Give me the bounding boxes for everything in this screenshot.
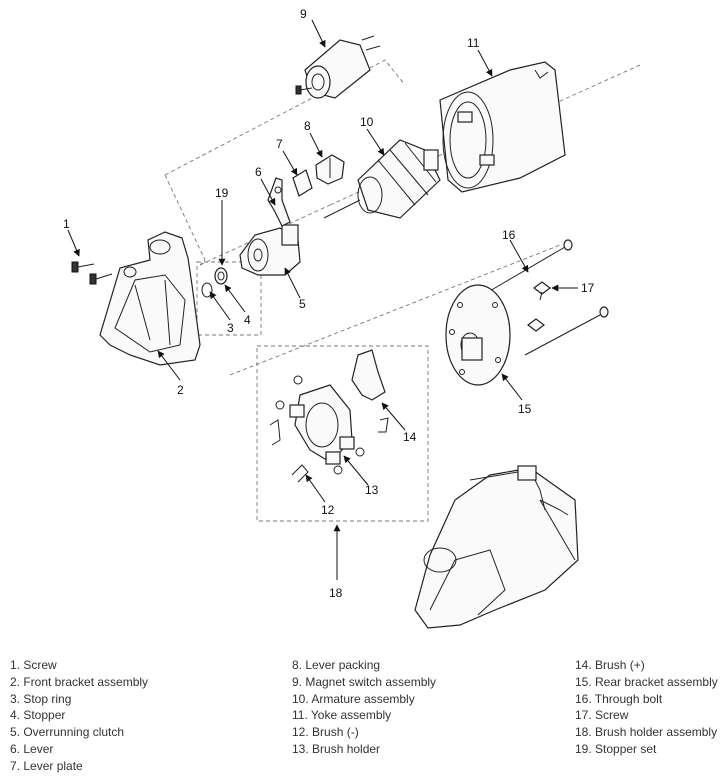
legend-item: 13. Brush holder xyxy=(292,741,381,756)
callout-19: 19 xyxy=(215,186,229,200)
part-stop-ring-stopper xyxy=(201,267,228,298)
callout-6: 6 xyxy=(255,165,262,179)
part-lever-plate xyxy=(292,169,313,197)
callout-3: 3 xyxy=(227,321,234,335)
callout-15: 15 xyxy=(518,402,532,416)
legend-item: 16. Through bolt xyxy=(575,691,663,706)
legend-item: 2. Front bracket assembly xyxy=(10,674,149,689)
part-rear-bracket xyxy=(445,284,511,386)
legend-item: 11. Yoke assembly xyxy=(292,708,392,723)
part-brush-holder-assembly xyxy=(269,349,389,475)
part-yoke xyxy=(439,61,566,193)
part-lever-packing xyxy=(315,154,345,185)
callout-5: 5 xyxy=(299,297,306,311)
part-front-bracket xyxy=(99,231,201,366)
legend-item: 14. Brush (+) xyxy=(575,658,645,672)
legend-item: 15. Rear bracket assembly xyxy=(575,674,718,689)
part-brush-negative xyxy=(291,464,309,483)
legend-column-2: 8. Lever packing 9. Magnet switch assemb… xyxy=(292,657,436,758)
legend-item: 18. Brush holder assembly xyxy=(575,725,718,740)
legend-item: 17. Screw xyxy=(575,708,629,723)
legend-column-3: 14. Brush (+) 15. Rear bracket assembly … xyxy=(575,657,718,758)
callout-10: 10 xyxy=(360,115,374,129)
legend-item: 9. Magnet switch assembly xyxy=(292,674,437,689)
callout-11: 11 xyxy=(467,36,480,50)
legend-item: 4. Stopper xyxy=(10,708,66,723)
callout-18: 18 xyxy=(329,586,343,600)
callout-4: 4 xyxy=(244,313,251,327)
legend-item: 1. Screw xyxy=(10,658,57,672)
legend-item: 10. Armature assembly xyxy=(292,691,415,706)
callout-numbers: 9 11 10 8 7 6 19 1 2 3 4 5 16 17 15 14 1… xyxy=(63,7,595,600)
legend-item: 5. Overrunning clutch xyxy=(10,725,125,740)
legend-item: 19. Stopper set xyxy=(575,741,657,756)
part-rear-screw xyxy=(527,281,551,332)
callout-2: 2 xyxy=(177,383,184,397)
legend-column-1: 1. Screw 2. Front bracket assembly 3. St… xyxy=(10,657,148,775)
callout-8: 8 xyxy=(304,119,311,133)
callout-1: 1 xyxy=(63,217,70,231)
part-armature xyxy=(323,139,441,219)
callout-17: 17 xyxy=(581,281,595,295)
legend-item: 7. Lever plate xyxy=(10,758,83,773)
callout-7: 7 xyxy=(276,137,283,151)
leader-lines xyxy=(67,19,578,580)
callout-9: 9 xyxy=(300,7,307,21)
part-screw xyxy=(71,261,113,285)
callout-16: 16 xyxy=(502,228,516,242)
assembly-guide-lines xyxy=(164,59,641,522)
callout-12: 12 xyxy=(321,503,335,517)
legend-item: 3. Stop ring xyxy=(10,691,72,706)
starter-exploded-diagram: 9 11 10 8 7 6 19 1 2 3 4 5 16 17 15 14 1… xyxy=(63,7,641,629)
callout-13: 13 xyxy=(365,483,379,497)
legend-item: 12. Brush (-) xyxy=(292,725,359,740)
legend-item: 8. Lever packing xyxy=(292,658,381,672)
part-magnet-switch xyxy=(295,35,381,99)
legend-item: 6. Lever xyxy=(10,741,54,756)
assembled-starter xyxy=(414,465,579,629)
callout-14: 14 xyxy=(403,430,417,444)
part-overrunning-clutch xyxy=(239,177,301,276)
